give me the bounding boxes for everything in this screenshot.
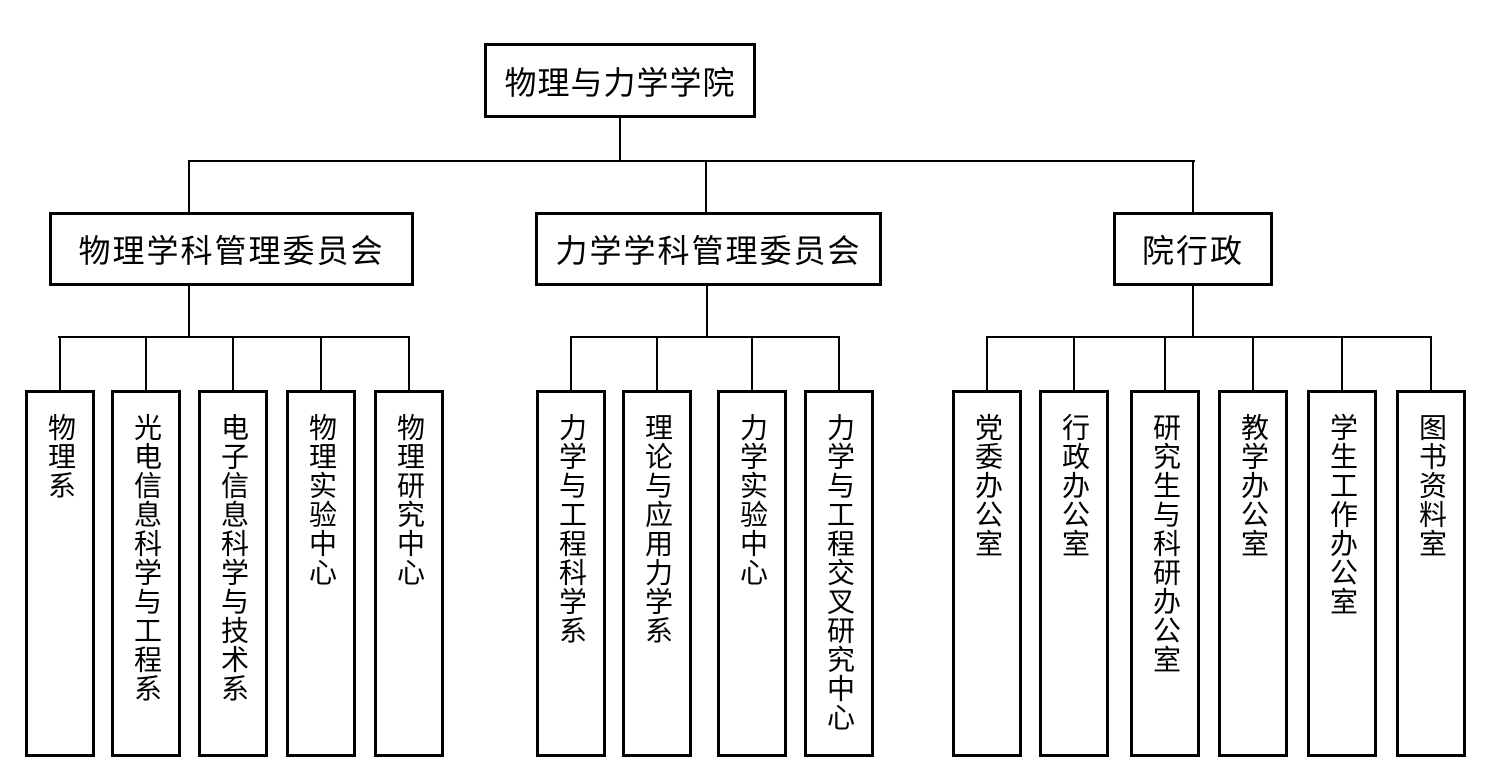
connector-branch3-drop4 xyxy=(1252,336,1254,390)
node-label: 物理研究中心 xyxy=(394,413,425,587)
connector-branch3-drop3 xyxy=(1164,336,1166,390)
org-node-physics-experiment-center: 物理实验中心 xyxy=(286,390,356,757)
org-node-admin-office: 行政办公室 xyxy=(1039,390,1109,757)
org-node-teaching-office: 教学办公室 xyxy=(1218,390,1288,757)
node-label: 力学实验中心 xyxy=(737,413,768,587)
node-label: 党委办公室 xyxy=(972,413,1003,558)
org-node-optoelectronic-info-dept: 光电信息科学与工程系 xyxy=(111,390,181,757)
org-node-graduate-research-office: 研究生与科研办公室 xyxy=(1130,390,1200,757)
connector-branch1-stub xyxy=(188,285,190,337)
connector-drop-branch2 xyxy=(705,160,707,212)
org-node-mechanics-cross-research-center: 力学与工程交叉研究中心 xyxy=(804,390,874,757)
node-label: 光电信息科学与工程系 xyxy=(131,413,162,703)
org-node-mechanics-engineering-science-dept: 力学与工程科学系 xyxy=(536,390,606,757)
connector-branch3-drop6 xyxy=(1430,336,1432,390)
org-node-party-committee-office: 党委办公室 xyxy=(952,390,1022,757)
connector-branch3-drop5 xyxy=(1341,336,1343,390)
connector-branch1-drop4 xyxy=(320,336,322,390)
node-label: 教学办公室 xyxy=(1238,413,1269,558)
connector-branch2-drop2 xyxy=(656,336,658,390)
org-node-root: 物理与力学学院 xyxy=(484,43,756,118)
connector-branch1-drop5 xyxy=(408,336,410,390)
connector-branch2-stub xyxy=(706,285,708,337)
connector-level2-rail xyxy=(188,160,1195,162)
node-label: 学生工作办公室 xyxy=(1327,413,1358,616)
node-label: 理论与应用力学系 xyxy=(642,413,673,645)
node-label: 力学与工程科学系 xyxy=(556,413,587,645)
connector-branch2-rail xyxy=(570,336,840,338)
org-node-physics-research-center: 物理研究中心 xyxy=(374,390,444,757)
org-node-physics-committee: 物理学科管理委员会 xyxy=(49,212,414,286)
org-node-theoretical-applied-mechanics-dept: 理论与应用力学系 xyxy=(622,390,692,757)
node-label: 电子信息科学与技术系 xyxy=(218,413,249,703)
connector-branch3-rail xyxy=(986,336,1432,338)
connector-branch1-drop1 xyxy=(59,336,61,390)
connector-branch3-drop1 xyxy=(986,336,988,390)
org-node-mechanics-committee: 力学学科管理委员会 xyxy=(535,212,882,286)
org-node-physics-dept: 物理系 xyxy=(25,390,95,757)
node-label: 行政办公室 xyxy=(1059,413,1090,558)
org-node-administration: 院行政 xyxy=(1113,212,1273,286)
connector-branch3-drop2 xyxy=(1073,336,1075,390)
node-label: 物理实验中心 xyxy=(306,413,337,587)
connector-branch1-drop2 xyxy=(145,336,147,390)
connector-branch3-stub xyxy=(1192,285,1194,337)
node-label: 力学与工程交叉研究中心 xyxy=(824,413,855,732)
connector-branch2-drop4 xyxy=(838,336,840,390)
connector-branch2-drop3 xyxy=(751,336,753,390)
connector-branch2-drop1 xyxy=(570,336,572,390)
org-node-mechanics-experiment-center: 力学实验中心 xyxy=(717,390,787,757)
connector-drop-branch1 xyxy=(188,160,190,212)
connector-branch1-drop3 xyxy=(232,336,234,390)
connector-drop-branch3 xyxy=(1192,160,1194,212)
connector-branch1-rail xyxy=(58,336,410,338)
node-label: 物理系 xyxy=(45,413,76,500)
node-label: 图书资料室 xyxy=(1416,413,1447,558)
org-node-library-materials-room: 图书资料室 xyxy=(1396,390,1466,757)
org-node-student-affairs-office: 学生工作办公室 xyxy=(1307,390,1377,757)
org-node-electronic-info-dept: 电子信息科学与技术系 xyxy=(198,390,268,757)
node-label: 研究生与科研办公室 xyxy=(1150,413,1181,674)
connector-root-stub xyxy=(619,117,621,161)
